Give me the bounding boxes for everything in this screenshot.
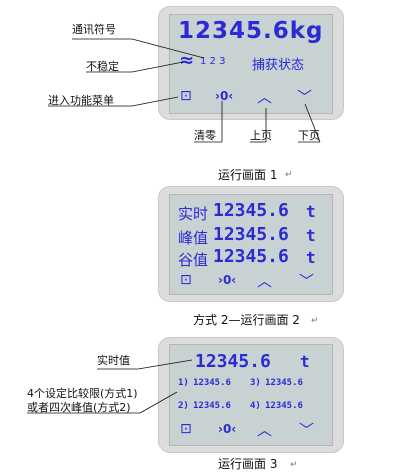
row-value-peak: 12345.6 (213, 224, 289, 245)
row-value-realtime: 12345.6 (213, 200, 289, 221)
menu-button-2[interactable]: ⊡ (180, 272, 192, 288)
row-label-realtime: 实时 (178, 205, 209, 223)
row-unit-peak: t (306, 226, 316, 245)
page-down-button-2[interactable]: ﹀ (299, 272, 315, 290)
clear-zero-label: 清零 (194, 129, 216, 142)
realtime-value: 12345.6 (195, 351, 271, 372)
realtime-unit: t (300, 352, 310, 371)
row-unit-realtime: t (306, 202, 316, 221)
limit-1-index: 1) (178, 378, 189, 388)
return-mark-2: ↵ (311, 316, 319, 326)
limit-1-value: 12345.6 (193, 378, 231, 388)
row-label-valley: 谷值 (178, 251, 209, 269)
zero-button[interactable]: ›0‹ (215, 89, 234, 103)
limit-4-index: 4) (250, 401, 261, 411)
comm-symbol-label: 通讯符号 (72, 23, 116, 36)
page-up-label: 上页 (250, 129, 272, 142)
row-unit-valley: t (306, 248, 316, 267)
unstable-icon: ≈ (179, 50, 195, 71)
row-value-valley: 12345.6 (213, 246, 289, 267)
caption-2: 方式 2—运行画面 2 (193, 313, 300, 327)
limit-3-value: 12345.6 (265, 378, 303, 388)
menu-button[interactable]: ⊡ (180, 88, 192, 104)
page-down-label: 下页 (298, 129, 320, 142)
limit-4-value: 12345.6 (265, 401, 303, 411)
caption-3: 运行画面 3 (218, 457, 278, 471)
zero-button-3[interactable]: ›0‹ (218, 422, 237, 436)
limits-label-line2: 或者四次峰值(方式2) (27, 401, 131, 414)
comm-digits: 1 2 3 (200, 56, 226, 67)
page-up-button-2[interactable]: ︿ (257, 272, 273, 290)
lcd-screen-3 (169, 344, 333, 446)
row-label-peak: 峰值 (178, 229, 209, 247)
screen1-status: 捕获状态 (252, 58, 305, 73)
page-down-button[interactable]: ﹀ (297, 88, 313, 106)
page-down-button-3[interactable]: ﹀ (299, 421, 315, 439)
page-up-button-3[interactable]: ︿ (257, 421, 273, 439)
menu-button-3[interactable]: ⊡ (180, 421, 192, 437)
limit-2-index: 2) (178, 401, 189, 411)
return-mark-3: ↵ (290, 460, 298, 470)
screen1-weight: 12345.6kg (178, 18, 324, 44)
caption-1: 运行画面 1 (218, 168, 278, 182)
return-mark-1: ↵ (285, 170, 293, 180)
limit-2-value: 12345.6 (193, 401, 231, 411)
page-up-button[interactable]: ︿ (257, 88, 273, 106)
realtime-label: 实时值 (97, 354, 130, 367)
enter-menu-label: 进入功能菜单 (48, 94, 114, 107)
zero-button-2[interactable]: ›0‹ (218, 273, 237, 287)
lcd-screen-1 (169, 14, 333, 114)
lcd-screen-2 (169, 194, 333, 295)
limits-label-line1: 4个设定比较限(方式1) (27, 387, 138, 400)
limit-3-index: 3) (250, 378, 261, 388)
unstable-label: 不稳定 (86, 60, 119, 73)
